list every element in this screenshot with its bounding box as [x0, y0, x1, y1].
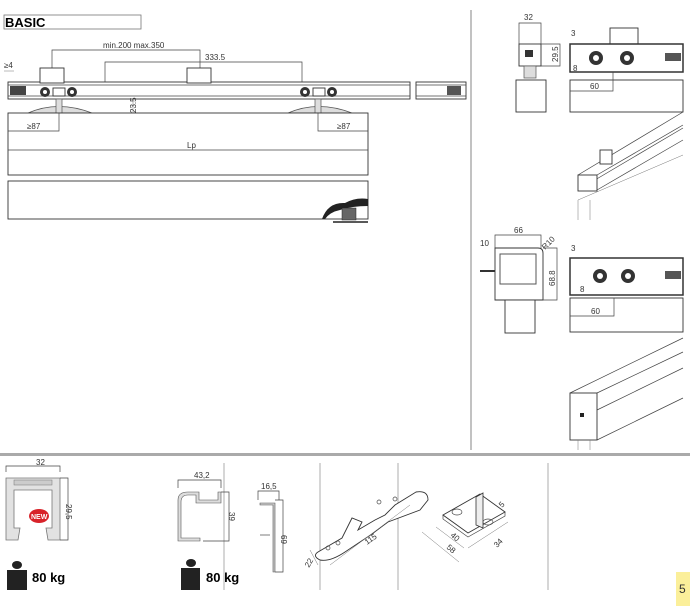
dim-end-width: 16,5	[261, 482, 277, 491]
section-title: BASIC	[3, 14, 142, 30]
dim-length: Lp	[187, 141, 196, 150]
new-badge: NEW	[29, 509, 49, 523]
section-view-1: 32 29.5	[515, 13, 561, 113]
dim-height: 23.5	[129, 97, 138, 113]
dim-end-height: 69	[279, 535, 288, 544]
dim-side2-offset: 60	[591, 307, 600, 316]
side-view-2: 3 8 60	[569, 244, 684, 333]
svg-text:NEW: NEW	[31, 514, 48, 521]
weight-icon	[181, 559, 200, 590]
horizontal-divider	[0, 453, 690, 456]
dim-guide-gap: 5	[497, 500, 507, 510]
rail-profile-component: 32 29,5 NEW 80 kg	[5, 458, 73, 590]
weight-icon	[7, 561, 27, 590]
dim-min-max: min.200 max.350	[103, 41, 165, 50]
dim-profile-height: 29,5	[64, 504, 73, 520]
dim-section2-left: 10	[480, 239, 489, 248]
front-view-drawing: min.200 max.350 333.5 ≥4 23.5 ≥87	[4, 41, 467, 223]
isometric-view-2	[569, 337, 684, 450]
dim-section1-width: 32	[524, 13, 533, 22]
dim-cover-height: 39	[227, 512, 236, 521]
side-view-1: 3 8 60	[569, 27, 684, 113]
dim-right-offset: ≥87	[337, 122, 351, 131]
dim-cover-width: 43,2	[194, 471, 210, 480]
dim-side1-bottom: 8	[573, 64, 578, 73]
component-dividers	[223, 463, 549, 590]
dim-section1-height: 29.5	[551, 46, 560, 62]
page-tab: 5	[676, 572, 690, 606]
dim-side1-offset: 60	[590, 82, 599, 91]
section-view-2: 66 10 R10 68.8	[480, 226, 558, 334]
load-capacity: 80 kg	[206, 570, 239, 585]
mounting-plate-component: 115 22	[303, 491, 429, 569]
dim-side2-top: 3	[571, 244, 576, 253]
dim-plate-width: 22	[303, 556, 316, 569]
dim-gap: ≥4	[4, 61, 13, 70]
dim-section2-height: 68.8	[548, 270, 557, 286]
dim-profile-width: 32	[36, 458, 45, 467]
dim-side2-bottom: 8	[580, 285, 585, 294]
dim-guide-width: 34	[492, 536, 505, 549]
dim-section2-width: 66	[514, 226, 523, 235]
cover-profile-component: 43,2 39 80 kg	[177, 471, 239, 590]
floor-guide-component: 58 40 34 5	[421, 492, 509, 563]
dim-side1-top: 3	[571, 29, 576, 38]
page-number: 5	[679, 582, 686, 596]
dim-left-offset: ≥87	[27, 122, 41, 131]
dim-guide-length: 58	[445, 543, 458, 556]
title-text: BASIC	[5, 15, 46, 30]
isometric-view-1	[577, 111, 684, 220]
load-capacity: 80 kg	[32, 570, 65, 585]
dim-333: 333.5	[205, 53, 226, 62]
end-profile-component: 16,5 69	[257, 482, 288, 573]
dim-section2-radius: R10	[540, 234, 557, 251]
